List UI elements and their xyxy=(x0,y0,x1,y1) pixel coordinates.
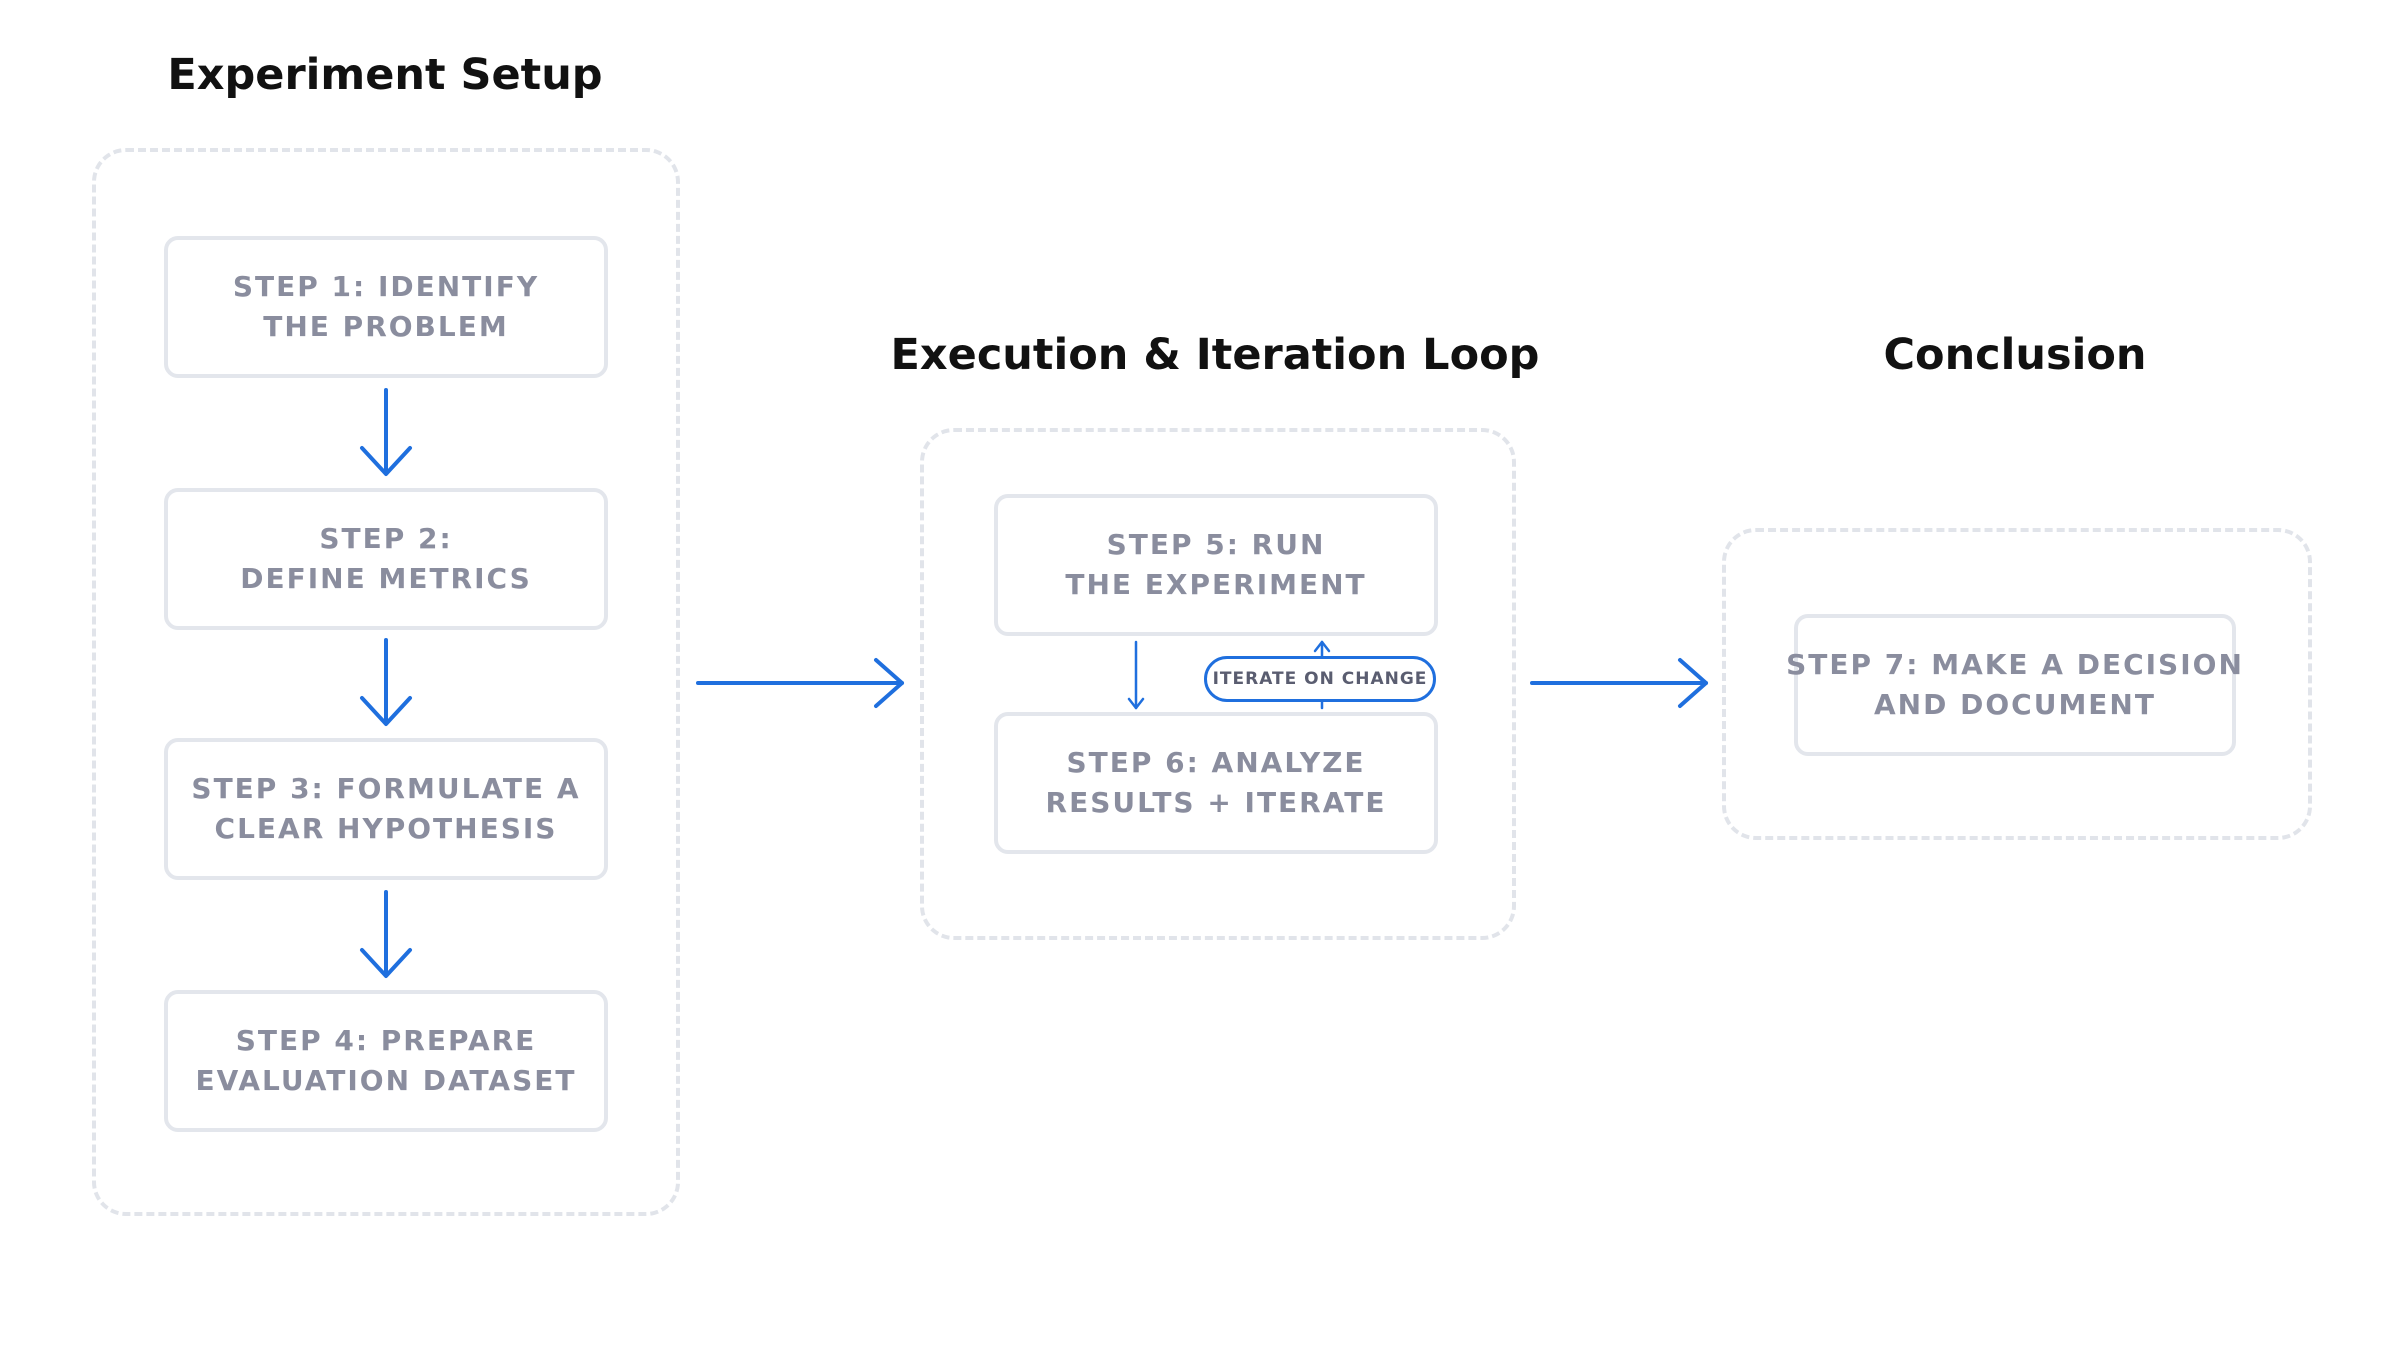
arrow-step3-to-step4 xyxy=(360,890,412,978)
arrow-step1-to-step2 xyxy=(360,388,412,476)
iterate-on-change-label: ITERATE ON CHANGE xyxy=(1204,656,1436,702)
step-3-box: STEP 3: FORMULATE A CLEAR HYPOTHESIS xyxy=(164,738,608,880)
experiment-setup-group xyxy=(92,148,680,1216)
step-7-box: STEP 7: MAKE A DECISION AND DOCUMENT xyxy=(1786,614,2242,756)
step-1-box: STEP 1: IDENTIFY THE PROBLEM xyxy=(164,236,608,378)
execution-loop-title: Execution & Iteration Loop xyxy=(890,330,1540,380)
step-6-line-2: RESULTS + ITERATE xyxy=(1045,786,1387,819)
step-4-line-1: STEP 4: PREPARE xyxy=(235,1024,537,1057)
arrow-step5-to-step6 xyxy=(1127,640,1145,710)
step-4-box: STEP 4: PREPARE EVALUATION DATASET xyxy=(164,990,608,1132)
step-2-line-2: DEFINE METRICS xyxy=(240,562,532,595)
step-5-line-1: STEP 5: RUN xyxy=(1106,528,1326,561)
step-5-box: STEP 5: RUN THE EXPERIMENT xyxy=(994,494,1438,636)
step-7-line-1: STEP 7: MAKE A DECISION xyxy=(1786,648,2244,681)
step-6-line-1: STEP 6: ANALYZE xyxy=(1066,746,1366,779)
step-4-line-2: EVALUATION DATASET xyxy=(195,1064,577,1097)
step-2-box: STEP 2: DEFINE METRICS xyxy=(164,488,608,630)
step-1-line-1: STEP 1: IDENTIFY xyxy=(232,270,540,303)
step-7-line-2: AND DOCUMENT xyxy=(1874,688,2156,721)
conclusion-title: Conclusion xyxy=(1883,330,2147,380)
experiment-setup-title: Experiment Setup xyxy=(167,50,603,100)
arrow-setup-to-loop xyxy=(696,658,904,708)
arrow-step2-to-step3 xyxy=(360,638,412,726)
step-5-line-2: THE EXPERIMENT xyxy=(1065,568,1367,601)
execution-loop-group xyxy=(920,428,1516,940)
step-3-line-1: STEP 3: FORMULATE A xyxy=(191,772,581,805)
step-2-line-1: STEP 2: xyxy=(319,522,453,555)
step-1-line-2: THE PROBLEM xyxy=(263,310,509,343)
arrow-loop-to-conclusion xyxy=(1530,658,1708,708)
step-3-line-2: CLEAR HYPOTHESIS xyxy=(214,812,558,845)
step-6-box: STEP 6: ANALYZE RESULTS + ITERATE xyxy=(994,712,1438,854)
conclusion-group xyxy=(1722,528,2312,840)
